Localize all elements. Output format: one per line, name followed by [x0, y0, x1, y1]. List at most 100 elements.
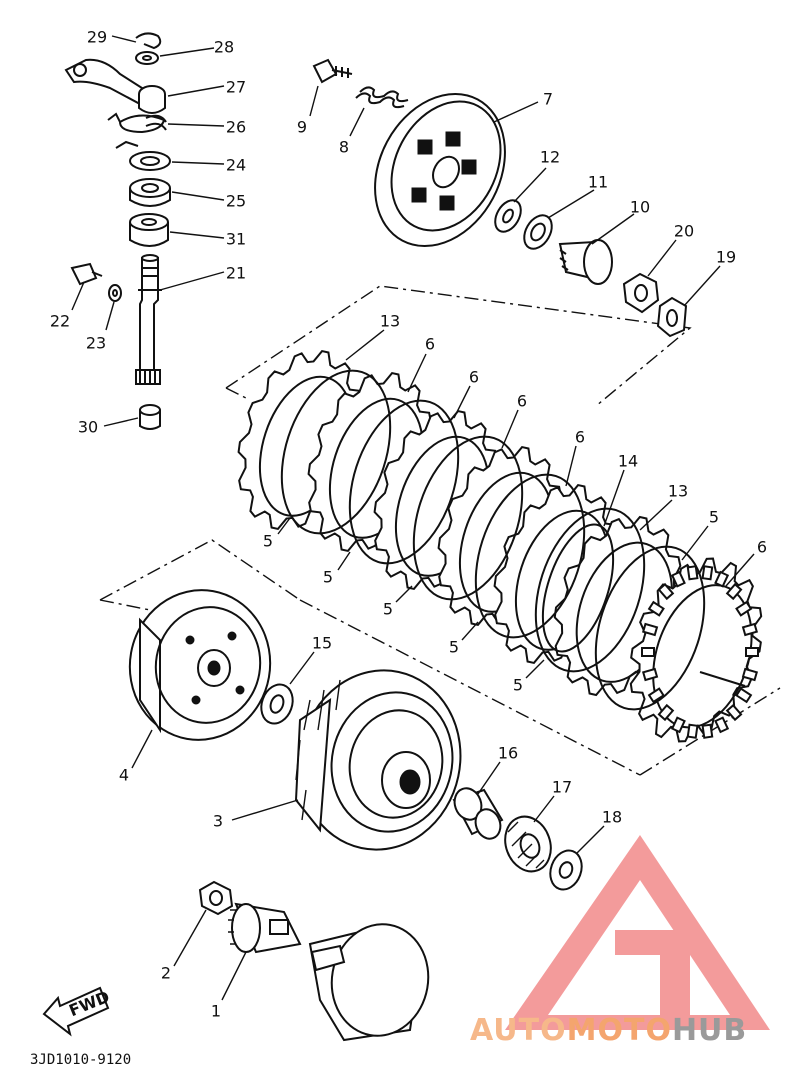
fwd-arrow-icon: FWD: [42, 986, 112, 1037]
friction-pad: [725, 582, 743, 601]
friction-pad: [641, 667, 659, 682]
callout-10: 10: [591, 198, 650, 245]
callout-29: 29: [87, 28, 137, 47]
callout-12: 12: [513, 148, 560, 203]
part-number-label: 5: [449, 638, 459, 657]
brand-auto: AUTO: [470, 1013, 567, 1048]
part-21-push-lever-shaft: [135, 254, 162, 385]
part-number-label: 23: [86, 334, 106, 353]
callout-18: 18: [575, 808, 622, 855]
part-3-clutch-housing: [294, 669, 462, 851]
friction-pad: [657, 582, 675, 601]
part-number-label: 17: [552, 778, 572, 797]
part-12-washer: [494, 199, 522, 233]
steel-plate-ring: [594, 545, 706, 711]
part-number-label: 31: [226, 230, 246, 249]
part-19-lock-washer: [656, 296, 688, 338]
part-number-label: 13: [380, 312, 400, 331]
callout-6b: 6: [453, 368, 479, 419]
friction-pad: [725, 703, 743, 722]
callout-25: 25: [171, 191, 246, 211]
part-number-label: 5: [263, 532, 273, 551]
part-7-pressure-plate: [374, 92, 506, 248]
part-number-label: 11: [588, 173, 608, 192]
part-number-label: 15: [312, 634, 332, 653]
part-11-bearing: [523, 214, 553, 250]
part-number-label: 24: [226, 156, 246, 175]
callout-5e: 5: [513, 659, 545, 695]
part-8-spring: [355, 86, 409, 109]
steel-plate-ring: [534, 507, 646, 673]
part-number-label: 19: [716, 248, 736, 267]
part-number-label: 8: [339, 138, 349, 157]
friction-pad: [641, 622, 659, 637]
friction-pad: [657, 703, 675, 722]
callout-5c: 5: [383, 585, 413, 619]
part-number-label: 18: [602, 808, 622, 827]
part-number-label: 5: [513, 676, 523, 695]
part-number-label: 20: [674, 222, 694, 241]
part-number-label: 27: [226, 78, 246, 97]
callout-1: 1: [211, 951, 247, 1021]
part-30-bushing: [139, 404, 161, 430]
watermark-logo-triangle: [505, 835, 770, 1030]
callout-20: 20: [647, 222, 694, 277]
part-number-label: 30: [78, 418, 98, 437]
part-number-label: 6: [469, 368, 479, 387]
friction-pad: [714, 570, 730, 588]
friction-pad: [670, 570, 686, 588]
part-number-label: 7: [543, 90, 553, 109]
part-9-bolt: [312, 58, 353, 84]
part-26-spring: [107, 112, 167, 149]
callout-30: 30: [78, 417, 139, 437]
friction-pad: [647, 687, 665, 704]
part-number-label: 22: [50, 312, 70, 331]
callout-31: 31: [169, 230, 246, 249]
callout-14: 14: [603, 452, 638, 527]
callout-24: 24: [171, 156, 246, 175]
callout-19: 19: [683, 248, 736, 307]
callout-23: 23: [86, 301, 115, 353]
callout-22: 22: [50, 281, 85, 331]
part-24-oil-seal: [129, 151, 171, 171]
friction-pad: [735, 600, 753, 617]
part-number-label: 6: [517, 392, 527, 411]
part-number-label: 5: [383, 600, 393, 619]
part-number-label: 9: [297, 118, 307, 137]
steel-plate-ring: [474, 473, 586, 639]
callout-5f: 5: [681, 508, 719, 561]
part-number-label: 26: [226, 118, 246, 137]
callout-5a: 5: [263, 517, 291, 551]
clutch-plates-pack: [237, 349, 763, 743]
steel-plate-ring: [348, 399, 460, 565]
callout-26: 26: [167, 118, 246, 137]
part-15-thrust-washer: [260, 683, 294, 725]
callout-5d: 5: [449, 621, 479, 657]
friction-pad: [735, 687, 753, 704]
callout-28: 28: [159, 38, 234, 57]
part-number-label: 4: [119, 766, 129, 785]
part-28-washer: [135, 51, 159, 65]
part-number-label: 10: [630, 198, 650, 217]
callout-15: 15: [289, 634, 332, 685]
friction-pad: [670, 716, 686, 734]
callout-17: 17: [533, 778, 572, 823]
friction-pad: [745, 647, 759, 657]
callout-6e: 6: [725, 538, 767, 587]
callout-16: 16: [477, 744, 518, 795]
callout-27: 27: [167, 78, 246, 97]
part-number-label: 29: [87, 28, 107, 47]
part-number-label: 3: [213, 812, 223, 831]
part-22-bolt: [70, 262, 103, 286]
callout-8: 8: [339, 107, 365, 157]
callout-13b: 13: [639, 482, 688, 531]
friction-pad: [686, 723, 699, 739]
part-number-label: 1: [211, 1002, 221, 1021]
part-number-label: 16: [498, 744, 518, 763]
part-number-label: 2: [161, 964, 171, 983]
callout-4: 4: [119, 729, 153, 785]
part-2-nut: [198, 880, 234, 916]
brand-moto: MOTO: [567, 1013, 672, 1048]
part-number-label: 25: [226, 192, 246, 211]
svg-text:AUTOMOTOHUB: AUTOMOTOHUB: [470, 1013, 747, 1048]
